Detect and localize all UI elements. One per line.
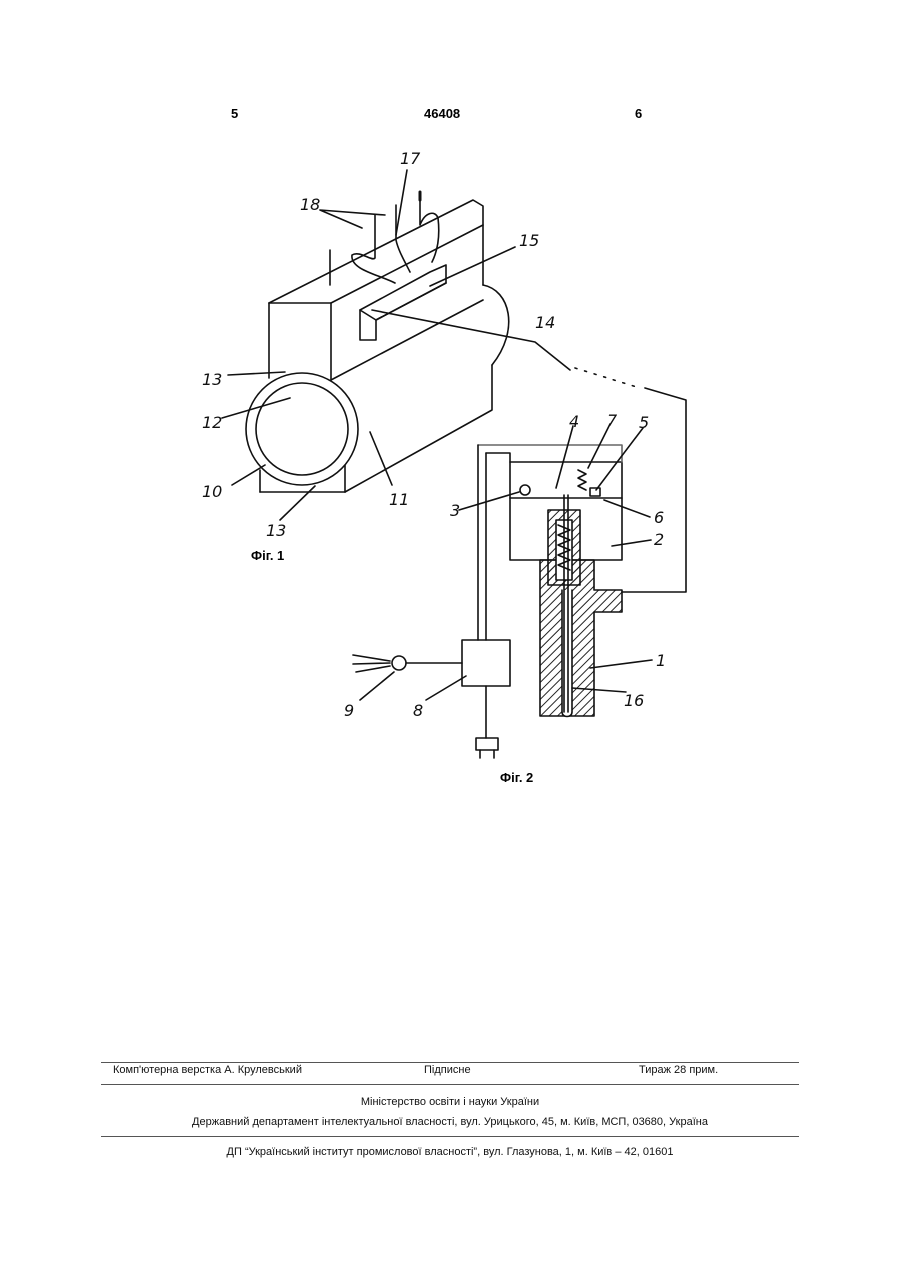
figure-1-caption: Фіг. 1 [251, 548, 284, 563]
footer-ministry: Міністерство освіти і науки України [101, 1096, 799, 1108]
footer-rule-middle [101, 1084, 799, 1085]
figure-2-drawing [353, 424, 652, 758]
label-16: 16 [624, 691, 644, 710]
footer-rule-top [101, 1062, 799, 1063]
figure-1-labels: 17 18 15 14 13 12 10 13 11 [202, 149, 555, 540]
label-18: 18 [300, 195, 320, 214]
label-11: 11 [389, 490, 409, 509]
figure-2-caption: Фіг. 2 [500, 770, 533, 785]
footer-institute: ДП “Український інститут промислової вла… [101, 1146, 799, 1158]
label-8: 8 [413, 701, 423, 720]
figure-1-drawing [222, 170, 686, 592]
label-6: 6 [654, 508, 664, 527]
label-17: 17 [400, 149, 421, 168]
label-4: 4 [569, 412, 579, 431]
label-13-top: 13 [202, 370, 222, 389]
label-13-bottom: 13 [266, 521, 286, 540]
label-10: 10 [202, 482, 222, 501]
label-1: 1 [656, 651, 666, 670]
label-2: 2 [654, 530, 664, 549]
label-7: 7 [607, 411, 618, 430]
label-15: 15 [519, 231, 539, 250]
label-14: 14 [535, 313, 555, 332]
footer-layout-credit: Комп'ютерна верстка А. Крулевський [113, 1064, 302, 1076]
label-5: 5 [639, 413, 649, 432]
footer-department: Державний департамент інтелектуальної вл… [101, 1116, 799, 1128]
label-12: 12 [202, 413, 222, 432]
footer-rule-bottom [101, 1136, 799, 1137]
footer-signed: Підписне [424, 1064, 471, 1076]
footer-circulation: Тираж 28 прим. [639, 1064, 718, 1076]
label-3: 3 [450, 501, 460, 520]
label-9: 9 [344, 701, 354, 720]
